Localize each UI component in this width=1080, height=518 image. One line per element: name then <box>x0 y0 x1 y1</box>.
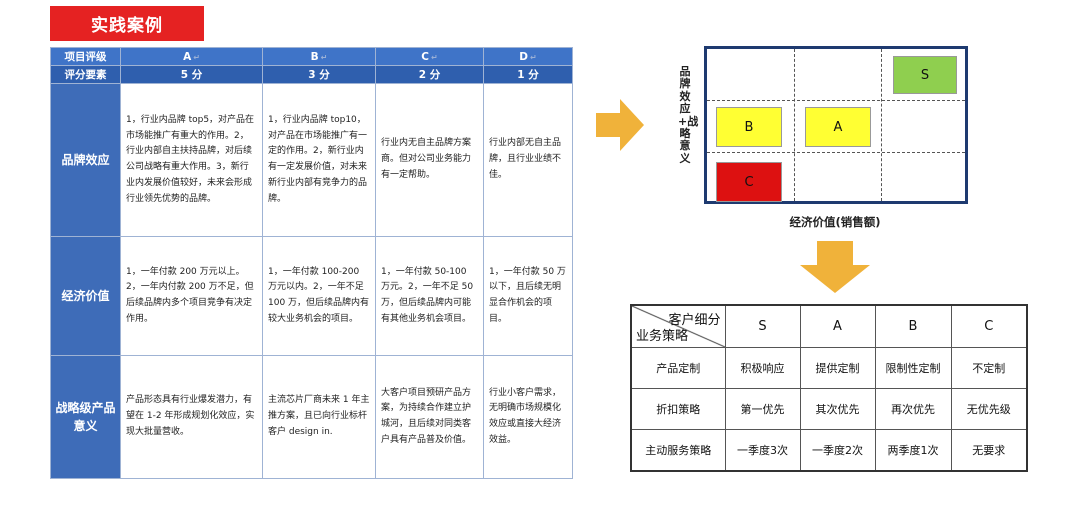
cell-strategic-d: 行业小客户需求，无明确市场规模化效应或直接大经济效益。 <box>483 355 573 479</box>
strategy-cell: 一季度3次 <box>724 429 801 472</box>
strategy-cell: 两季度1次 <box>874 429 952 472</box>
grade-d-header: D↵ <box>483 47 573 66</box>
strategy-cell: 积极响应 <box>724 347 801 389</box>
score-b: 3 分 <box>262 65 376 84</box>
cell-strategic-b: 主流芯片厂商未来 1 年主推方案，且已向行业标杆客户 design in. <box>262 355 376 479</box>
matrix-box-s: S <box>893 56 957 94</box>
cell-economic-b: 1，一年付款 100-200 万元以内。2，一年不足 100 万，但后续品牌内有… <box>262 236 376 356</box>
strategy-cell: 无优先级 <box>950 388 1028 430</box>
matrix-grid-line <box>707 100 965 101</box>
row-label-economic: 经济价值 <box>50 236 121 356</box>
strategy-cell: 不定制 <box>950 347 1028 389</box>
grade-a-header: A↵ <box>120 47 263 66</box>
strategy-row-label: 折扣策略 <box>630 388 726 430</box>
corner-top-label: 项目评级 <box>50 47 121 66</box>
strategy-corner-bottom: 业务策略 <box>636 329 689 344</box>
strategy-cell: 一季度2次 <box>799 429 876 472</box>
cell-brand-b: 1，行业内品牌 top10，对产品在市场能推广有一定的作用。2，新行业内有一定发… <box>262 83 376 237</box>
cell-brand-c: 行业内无自主品牌方案商。但对公司业务能力有一定帮助。 <box>375 83 484 237</box>
matrix-box-c: C <box>716 162 782 202</box>
row-label-strategic: 战略级产品意义 <box>50 355 121 479</box>
cell-brand-a: 1，行业内品牌 top5，对产品在市场能推广有重大的作用。2，行业内部自主扶持品… <box>120 83 263 237</box>
strategy-cell: 第一优先 <box>724 388 801 430</box>
score-c: 2 分 <box>375 65 484 84</box>
strategy-corner-cell: 客户细分 业务策略 <box>630 304 726 348</box>
strategy-corner-top: 客户细分 <box>668 313 721 328</box>
arrow-down-icon <box>800 241 870 293</box>
matrix-grid-line <box>794 49 795 201</box>
priority-matrix: S B A C <box>704 46 968 204</box>
strategy-cell: 限制性定制 <box>874 347 952 389</box>
cell-economic-c: 1，一年付款 50-100 万元。2，一年不足 50 万，但后续品牌内可能有其他… <box>375 236 484 356</box>
matrix-box-a: A <box>805 107 871 147</box>
banner-title: 实践案例 <box>50 6 204 41</box>
strategy-col-b: B <box>874 304 952 348</box>
strategy-row-label: 主动服务策略 <box>630 429 726 472</box>
arrow-right-icon <box>596 99 644 151</box>
strategy-row-label: 产品定制 <box>630 347 726 389</box>
strategy-cell: 无要求 <box>950 429 1028 472</box>
strategy-col-s: S <box>724 304 801 348</box>
strategy-cell: 再次优先 <box>874 388 952 430</box>
cell-economic-d: 1，一年付款 50 万以下，且后续无明显合作机会的项目。 <box>483 236 573 356</box>
strategy-cell: 提供定制 <box>799 347 876 389</box>
matrix-grid-line <box>707 152 965 153</box>
matrix-grid-line <box>881 49 882 201</box>
strategy-col-a: A <box>799 304 876 348</box>
grade-c-header: C↵ <box>375 47 484 66</box>
row-label-brand: 品牌效应 <box>50 83 121 237</box>
score-d: 1 分 <box>483 65 573 84</box>
score-a: 5 分 <box>120 65 263 84</box>
corner-bottom-label: 评分要素 <box>50 65 121 84</box>
grade-b-header: B↵ <box>262 47 376 66</box>
strategy-cell: 其次优先 <box>799 388 876 430</box>
cell-strategic-a: 产品形态具有行业爆发潜力，有望在 1-2 年形成规划化效应，实现大批量营收。 <box>120 355 263 479</box>
matrix-y-label: 品牌效应+战略意义 <box>678 65 699 165</box>
matrix-x-label: 经济价值(销售额) <box>789 215 881 229</box>
strategy-col-c: C <box>950 304 1028 348</box>
matrix-box-b: B <box>716 107 782 147</box>
strategy-table: 客户细分 业务策略 S A B C 产品定制 积极响应 提供定制 限制性定制 不… <box>630 304 1028 472</box>
cell-strategic-c: 大客户项目预研产品方案，为持续合作建立护城河，且后续对同类客户具有产品普及价值。 <box>375 355 484 479</box>
cell-economic-a: 1，一年付款 200 万元以上。2，一年内付款 200 万不足，但后续品牌内多个… <box>120 236 263 356</box>
rating-table: 项目评级 A↵ B↵ C↵ D↵ 评分要素 5 分 3 分 2 分 1 分 品牌… <box>50 47 573 479</box>
cell-brand-d: 行业内部无自主品牌，且行业业绩不佳。 <box>483 83 573 237</box>
